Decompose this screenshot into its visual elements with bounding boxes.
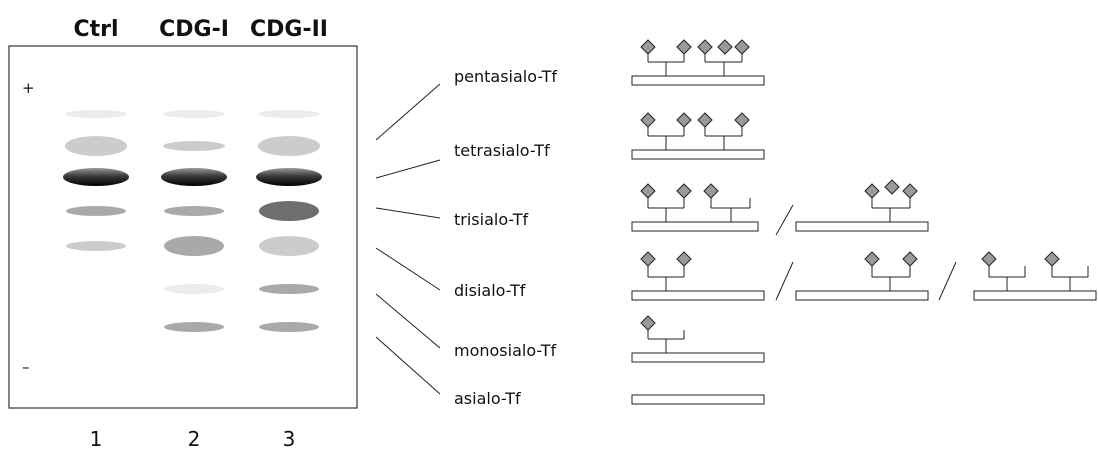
label-monosialo: monosialo-Tf — [454, 341, 557, 360]
gel-bands — [63, 110, 322, 332]
minus-sign: – — [22, 358, 30, 376]
diamond-icon — [864, 251, 880, 267]
gel-band — [65, 136, 127, 156]
label-tetrasialo: tetrasialo-Tf — [454, 141, 550, 160]
gel-frame — [8, 45, 358, 409]
diamond-icon — [697, 39, 713, 55]
diamond-icon — [640, 112, 656, 128]
protein-backbone — [795, 221, 929, 232]
diamond-icon — [734, 112, 750, 128]
connector-lines — [375, 83, 441, 395]
gel-band — [161, 168, 227, 186]
diamond-icon — [902, 183, 918, 199]
lane-number-1: 1 — [90, 427, 103, 451]
gel-band — [164, 322, 224, 332]
connector-line — [375, 293, 441, 349]
diamond-icon — [640, 315, 656, 331]
gel-band — [259, 201, 319, 221]
gel-band — [63, 168, 129, 186]
label-trisialo: trisialo-Tf — [454, 210, 528, 229]
connector-line — [375, 247, 441, 291]
gel-band — [258, 110, 320, 118]
protein-backbone — [631, 75, 765, 86]
diamond-icon — [676, 183, 692, 199]
separator-slash — [775, 261, 794, 301]
connector-line — [375, 336, 441, 395]
diamond-icon — [884, 179, 900, 195]
protein-backbone — [631, 149, 765, 160]
plus-sign: + — [22, 79, 35, 97]
protein-backbone — [631, 352, 765, 363]
gel-band — [259, 236, 319, 256]
gel-band — [66, 206, 126, 216]
lane-number-2: 2 — [188, 427, 201, 451]
diamond-icon — [734, 39, 750, 55]
diamond-icon — [676, 39, 692, 55]
diamond-icon — [703, 183, 719, 199]
gel-band — [259, 284, 319, 294]
separator-slash — [938, 261, 957, 301]
diamond-icon — [640, 251, 656, 267]
diamond-icon — [640, 39, 656, 55]
gel-band — [65, 110, 127, 118]
diamond-icon — [697, 112, 713, 128]
gel-band — [164, 236, 224, 256]
protein-backbone — [795, 290, 929, 301]
protein-backbone — [973, 290, 1097, 301]
protein-backbone — [631, 394, 765, 405]
glycan-structures — [631, 39, 1097, 405]
gel-panel: + – Ctrl CDG-I CDG-II 1 2 3 — [8, 17, 358, 451]
label-disialo: disialo-Tf — [454, 281, 526, 300]
protein-backbone — [631, 290, 765, 301]
label-pentasialo: pentasialo-Tf — [454, 67, 557, 86]
diamond-icon — [717, 39, 733, 55]
gel-band — [164, 206, 224, 216]
lane-header-ctrl: Ctrl — [73, 17, 118, 42]
gel-band — [258, 136, 320, 156]
diamond-icon — [676, 251, 692, 267]
separator-slash — [775, 204, 794, 236]
gel-band — [256, 168, 322, 186]
protein-backbone — [631, 221, 759, 232]
connector-line — [375, 159, 441, 179]
diamond-icon — [981, 251, 997, 267]
diamond-icon — [864, 183, 880, 199]
diamond-icon — [676, 112, 692, 128]
gel-band — [164, 284, 224, 294]
label-asialo: asialo-Tf — [454, 389, 521, 408]
diamond-icon — [902, 251, 918, 267]
lane-header-cdg-ii: CDG-II — [250, 17, 328, 42]
gel-band — [163, 110, 225, 118]
diamond-icon — [640, 183, 656, 199]
connector-line — [375, 83, 441, 141]
gel-band — [259, 322, 319, 332]
lane-number-3: 3 — [283, 427, 296, 451]
glycoform-labels: pentasialo-Tf tetrasialo-Tf trisialo-Tf … — [454, 67, 557, 408]
connector-line — [375, 207, 441, 219]
gel-band — [66, 241, 126, 251]
lane-header-cdg-i: CDG-I — [159, 17, 229, 42]
diamond-icon — [1044, 251, 1060, 267]
gel-band — [163, 141, 225, 151]
